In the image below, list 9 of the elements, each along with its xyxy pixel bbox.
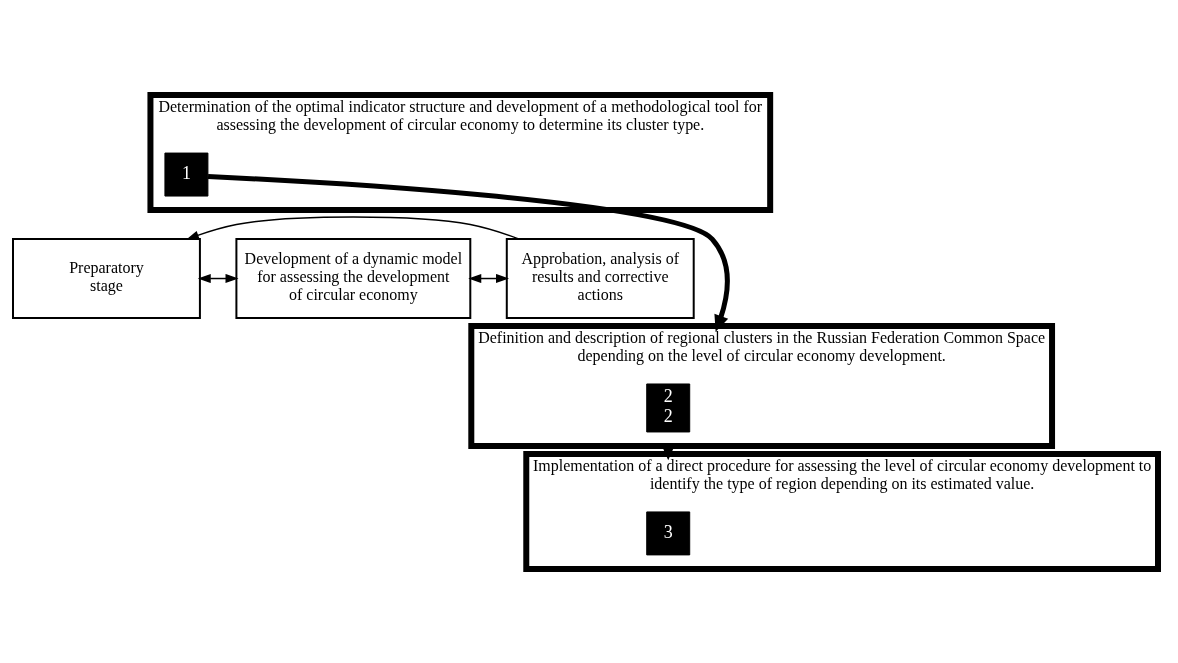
node-box: Development of a dynamic model for assessing the development of circular economy: [234, 237, 471, 319]
node-box: 2 2: [645, 383, 690, 432]
node-box: 1: [163, 152, 208, 197]
arrow: [197, 273, 238, 283]
node-box: 3: [645, 510, 690, 555]
arrow: [467, 273, 509, 283]
arrow: [185, 215, 519, 240]
node-box: Preparatory stage: [11, 237, 201, 319]
node-box: Approbation, analysis of results and corrective actions: [505, 237, 695, 319]
